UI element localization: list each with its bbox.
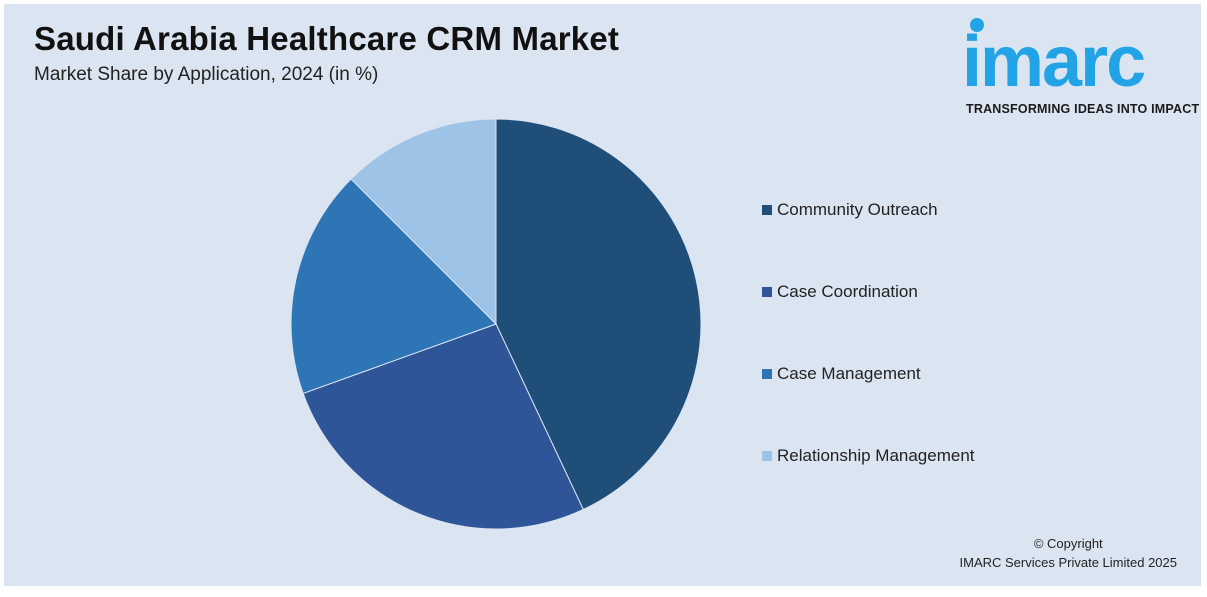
- legend-item: Relationship Management: [762, 446, 975, 466]
- imarc-logo: imarc TRANSFORMING IDEAS INTO IMPACT: [962, 18, 1199, 118]
- logo-tagline: TRANSFORMING IDEAS INTO IMPACT: [966, 102, 1200, 116]
- legend-label: Case Management: [777, 364, 921, 383]
- logo-wordmark: imarc: [962, 22, 1146, 102]
- copyright: © Copyright IMARC Services Private Limit…: [960, 534, 1177, 572]
- chart-subtitle: Market Share by Application, 2024 (in %): [34, 64, 379, 85]
- copyright-line-1: © Copyright: [1033, 536, 1103, 551]
- copyright-line-2: IMARC Services Private Limited 2025: [959, 555, 1177, 570]
- legend-swatch: [762, 451, 772, 461]
- legend-swatch: [762, 287, 772, 297]
- legend-item: Community Outreach: [762, 200, 938, 220]
- pie-slice-relationship-management: [350, 118, 497, 326]
- legend-label: Relationship Management: [777, 446, 975, 465]
- pie-slice-case-coordination: [302, 323, 584, 530]
- chart-frame: Saudi Arabia Healthcare CRM Market Marke…: [4, 4, 1201, 586]
- legend-label: Community Outreach: [777, 200, 938, 219]
- legend-item: Case Coordination: [762, 282, 918, 302]
- pie-slice-community-outreach: [495, 118, 702, 511]
- legend-item: Case Management: [762, 364, 921, 384]
- pie-slice-case-management: [290, 178, 497, 395]
- legend-swatch: [762, 205, 772, 215]
- logo-dot-icon: [970, 18, 984, 32]
- legend-swatch: [762, 369, 772, 379]
- pie-chart: [290, 118, 702, 530]
- legend-label: Case Coordination: [777, 282, 918, 301]
- chart-title: Saudi Arabia Healthcare CRM Market: [34, 20, 620, 57]
